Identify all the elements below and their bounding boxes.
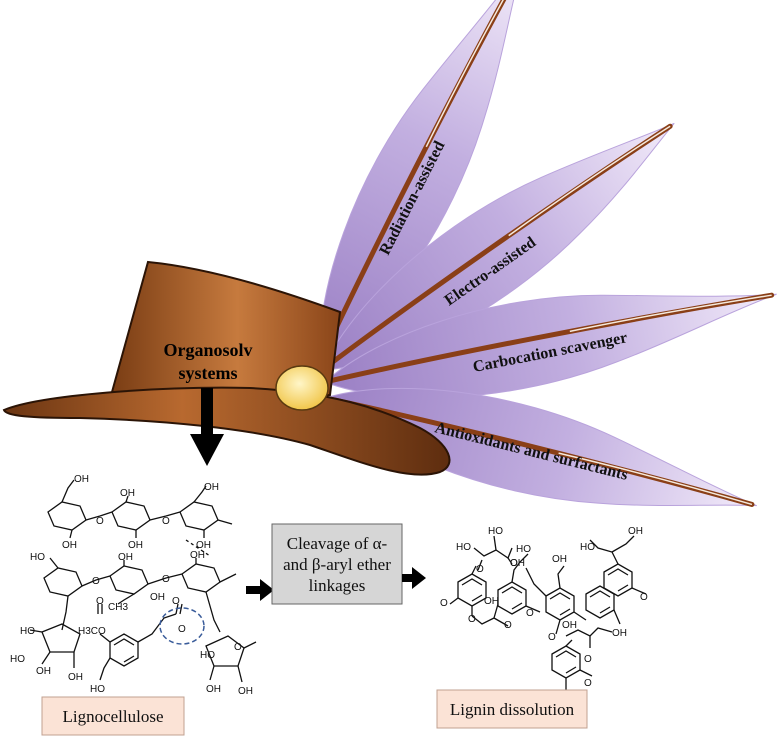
svg-text:O: O — [510, 558, 518, 569]
svg-text:HO: HO — [30, 552, 45, 563]
svg-text:OH: OH — [484, 596, 499, 607]
svg-text:HO: HO — [488, 526, 503, 537]
svg-text:O: O — [96, 516, 104, 527]
svg-text:HO: HO — [456, 542, 471, 553]
lignocellulose-label: Lignocellulose — [62, 707, 163, 726]
svg-text:HO: HO — [580, 542, 595, 553]
svg-text:OH: OH — [150, 592, 165, 603]
down-arrow — [190, 388, 224, 466]
svg-text:O: O — [162, 574, 170, 585]
hat-button — [275, 365, 329, 411]
svg-text:OH: OH — [196, 540, 211, 551]
svg-text:OH: OH — [118, 552, 133, 563]
lignocellulose-labels: OH OH OH OH OH OH O O HO OH OH O O OH O … — [10, 474, 253, 697]
process-box: Cleavage of α- and β-aryl ether linkages — [271, 523, 403, 605]
svg-text:O: O — [162, 516, 170, 527]
svg-text:HO: HO — [516, 544, 531, 555]
svg-text:HO: HO — [20, 626, 35, 637]
svg-text:O: O — [584, 678, 592, 689]
svg-text:OH: OH — [120, 488, 135, 499]
svg-text:OH: OH — [238, 686, 253, 697]
svg-text:O: O — [504, 620, 512, 631]
svg-text:OH: OH — [612, 628, 627, 639]
lignocellulose-structure — [29, 479, 257, 683]
hat-label-line2: systems — [179, 363, 238, 383]
svg-text:O: O — [526, 608, 534, 619]
arrow-to-process — [246, 579, 274, 601]
process-line2: and β-aryl ether — [283, 555, 391, 574]
svg-text:O: O — [468, 614, 476, 625]
svg-text:O: O — [440, 598, 448, 609]
svg-text:O: O — [92, 576, 100, 587]
svg-text:OH: OH — [74, 474, 89, 485]
svg-text:O: O — [584, 654, 592, 665]
svg-text:HO: HO — [90, 684, 105, 695]
arrow-to-lignin — [402, 567, 426, 589]
svg-text:O: O — [548, 632, 556, 643]
lignin-label: Lignin dissolution — [450, 700, 575, 719]
hat-illustration — [2, 260, 451, 476]
lignocellulose-box: Lignocellulose — [41, 696, 185, 736]
svg-text:HO: HO — [200, 650, 215, 661]
svg-text:HO: HO — [10, 654, 25, 665]
svg-text:O: O — [476, 564, 484, 575]
svg-text:O: O — [234, 642, 242, 653]
svg-text:O: O — [178, 624, 186, 635]
svg-text:OH: OH — [36, 666, 51, 677]
lignin-structure — [449, 535, 647, 690]
svg-text:OH: OH — [206, 684, 221, 695]
svg-text:OH: OH — [552, 554, 567, 565]
svg-text:OH: OH — [204, 482, 219, 493]
svg-text:O: O — [640, 592, 648, 603]
svg-text:OH: OH — [628, 526, 643, 537]
svg-text:OH: OH — [128, 540, 143, 551]
svg-text:O: O — [172, 596, 180, 607]
svg-text:OH: OH — [190, 550, 205, 561]
lignin-labels: HO HO OH O O O OH O O HO OH O O OH HO OH… — [440, 526, 648, 689]
svg-text:CH3: CH3 — [108, 602, 128, 613]
lignin-box: Lignin dissolution — [436, 689, 588, 729]
svg-text:O: O — [96, 596, 104, 607]
feather-radiation — [317, 0, 523, 365]
process-line3: linkages — [309, 576, 366, 595]
svg-text:OH: OH — [510, 558, 525, 569]
svg-text:OH: OH — [62, 540, 77, 551]
svg-text:OH: OH — [68, 672, 83, 683]
process-line1: Cleavage of α- — [287, 534, 388, 553]
ester-bond-highlight — [159, 607, 205, 645]
svg-text:H3CO: H3CO — [78, 626, 106, 637]
hat-label-line1: Organosolv — [163, 340, 252, 360]
svg-text:OH: OH — [562, 620, 577, 631]
feather-carbocation — [322, 292, 777, 399]
